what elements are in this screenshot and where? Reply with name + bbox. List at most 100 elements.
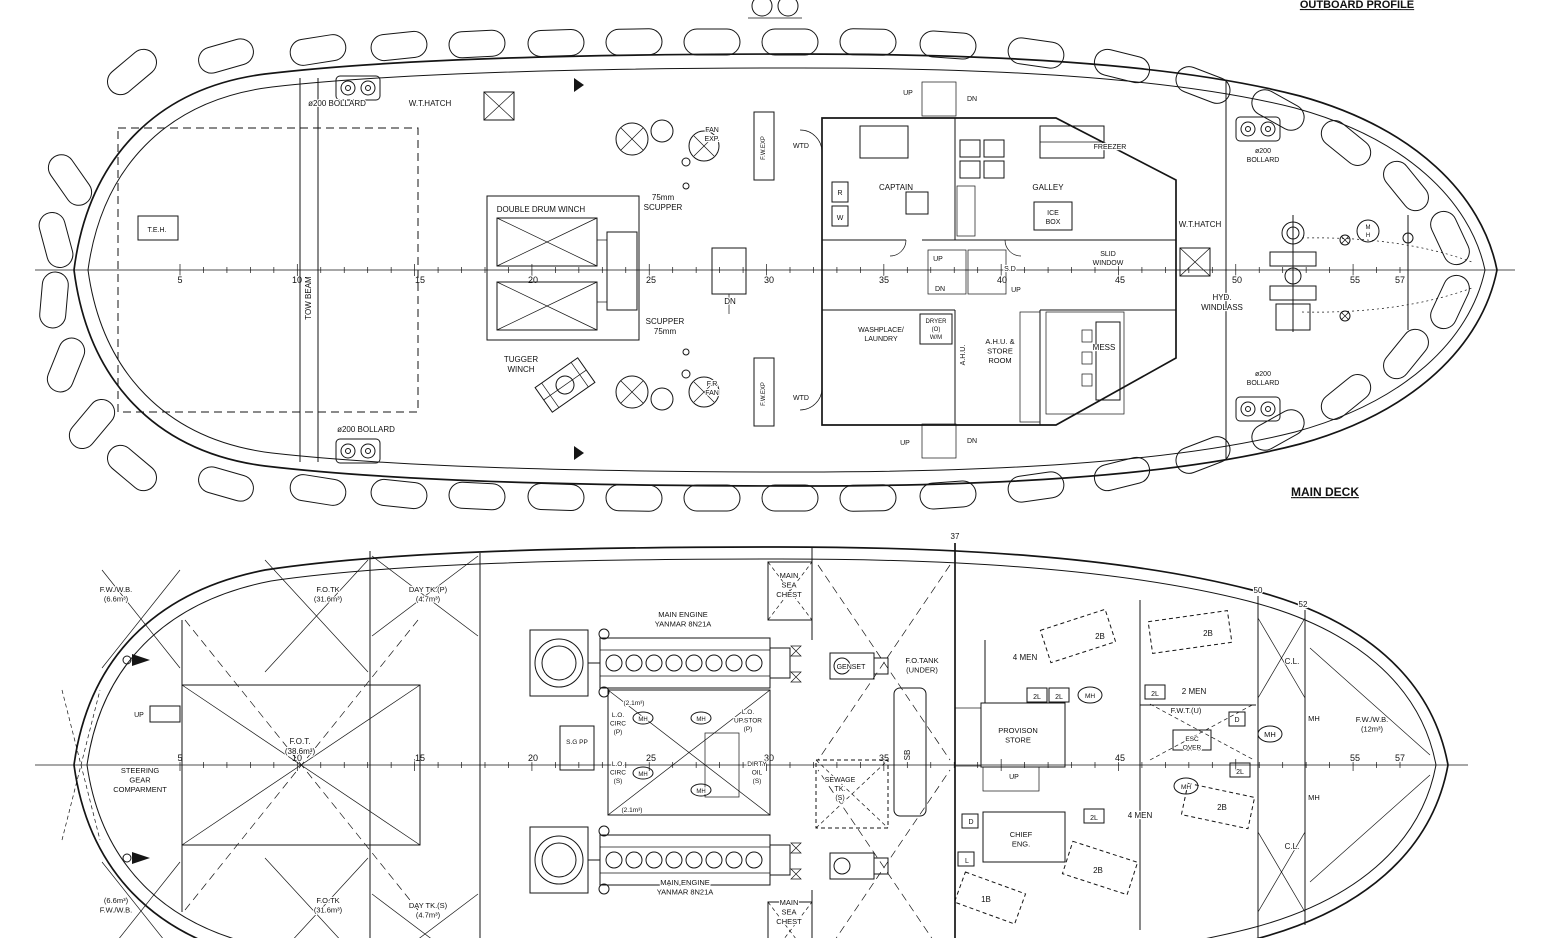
fender-icon [42,149,98,211]
vent-flag [574,446,584,460]
fw-exp-duct [753,111,775,181]
fender-icon [35,209,77,271]
vent-flag [574,78,584,92]
frame-number: 35 [879,753,889,763]
fender-icon [1091,454,1153,494]
mh-bow-1-label: MH [1308,714,1320,723]
captain-room-label: CAPTAIN [879,183,913,192]
fo-tank-under-top-label: F.O.TANK(UNDER) [905,656,938,675]
d-box-left-label: D [968,819,973,826]
engine-cylinder [625,654,643,672]
fender-icon [447,29,507,59]
fender-icon [1377,155,1435,217]
frame-number: 40 [997,275,1007,285]
up-label-house-top: UP [903,90,913,97]
tugger-winch [534,357,596,413]
fender-icon [38,270,70,330]
mess-table [1095,321,1121,401]
sb-tank [893,687,927,817]
hyd-windlass [1269,215,1473,332]
mh-lo-2-label: MH [696,717,705,723]
sd-label: S.D [1004,266,1016,273]
lo-circ-p-vol-label: (2.1m³) [624,700,645,707]
frame-number: 57 [1395,275,1405,285]
fender-icon [1425,206,1475,270]
fender-icon [527,482,585,512]
w-locker-label: W [837,215,844,222]
bunk-2b-cabin1-label: 2B [1095,632,1105,641]
fender-icon [101,439,163,497]
wtd-label-top: WTD [793,143,809,150]
mh-bow-3-label: MH [1308,793,1320,802]
main-deck-title: MAIN DECK [1291,485,1359,499]
lo-circ-s-vol-label: (2.1m³) [622,807,643,814]
wt-hatch-icon [1179,247,1211,277]
fender-icon [839,484,897,512]
fot-diagonal [181,684,421,846]
frame-number: 35 [879,275,889,285]
fender-icon [1377,323,1435,385]
engine-cylinder [665,654,683,672]
washplace-laundry-label: WASHPLACE/LAUNDRY [858,327,904,343]
main-sea-chest-bottom [767,901,813,938]
dn-stairs-center-label: DN [724,297,736,306]
two-men-label: 2 MEN [1182,687,1207,696]
up-accom-label: UP [1009,774,1019,781]
fender-icon [1005,469,1067,505]
captain-desk [905,191,929,215]
mess-label: MESS [1093,343,1116,352]
mh-accom-2-label: MH [1181,784,1191,791]
engine-cylinder [665,851,683,869]
double-drum-winch [486,195,640,341]
fwt-u-label: F.W.T.(U) [1171,706,1202,715]
fot-center-tank [181,684,421,846]
lo-tank-block [607,689,771,816]
d-box-right-label: D [1234,717,1239,724]
fender-icon [101,43,163,101]
engine-cylinder [745,654,763,672]
mh-lo-4-label: MH [696,789,705,795]
fender-icon [1315,368,1377,426]
frame-number: 25 [646,275,656,285]
bollard-label-bottom-left: ø200 BOLLARD [337,425,395,434]
locker-2l-a-label: 2L [1033,694,1041,701]
hyd-windlass-label: HYD.WINDLASS [1201,293,1243,312]
frame-37-label: 37 [951,532,960,541]
fan-units [615,119,720,411]
wtd-door-arc [799,129,823,153]
engine-cylinder [725,851,743,869]
locker-2l-e-label: 2L [1236,769,1244,776]
anchor-chain [1301,287,1473,313]
up-steering-label: UP [134,712,144,719]
fender-icon [369,477,429,511]
cl-top-label: C.L. [1285,657,1300,666]
fender-icon [63,393,121,455]
mh-lo-3-label: MH [638,772,647,778]
sb-tank-label: SB [903,750,912,761]
fender-icon [1425,270,1475,334]
fender-icon [839,28,897,56]
teh-label: T.E.H. [147,227,166,234]
dn-label-center: DN [935,286,945,293]
fender-icon [527,28,585,58]
fender-icon [605,28,663,56]
frame-number: 10 [292,753,302,763]
engine-cylinder [705,654,723,672]
wt-hatch-icon [483,91,515,121]
tank-plan-labels: 375052F.W./W.B.(6.6m³)F.O.TK(31.6m³)DAY … [99,531,1390,927]
captain-bed [859,125,909,159]
fender-icon [195,35,257,77]
fender-icon [287,32,349,68]
locker-2l-d-label: 2L [1090,815,1098,822]
